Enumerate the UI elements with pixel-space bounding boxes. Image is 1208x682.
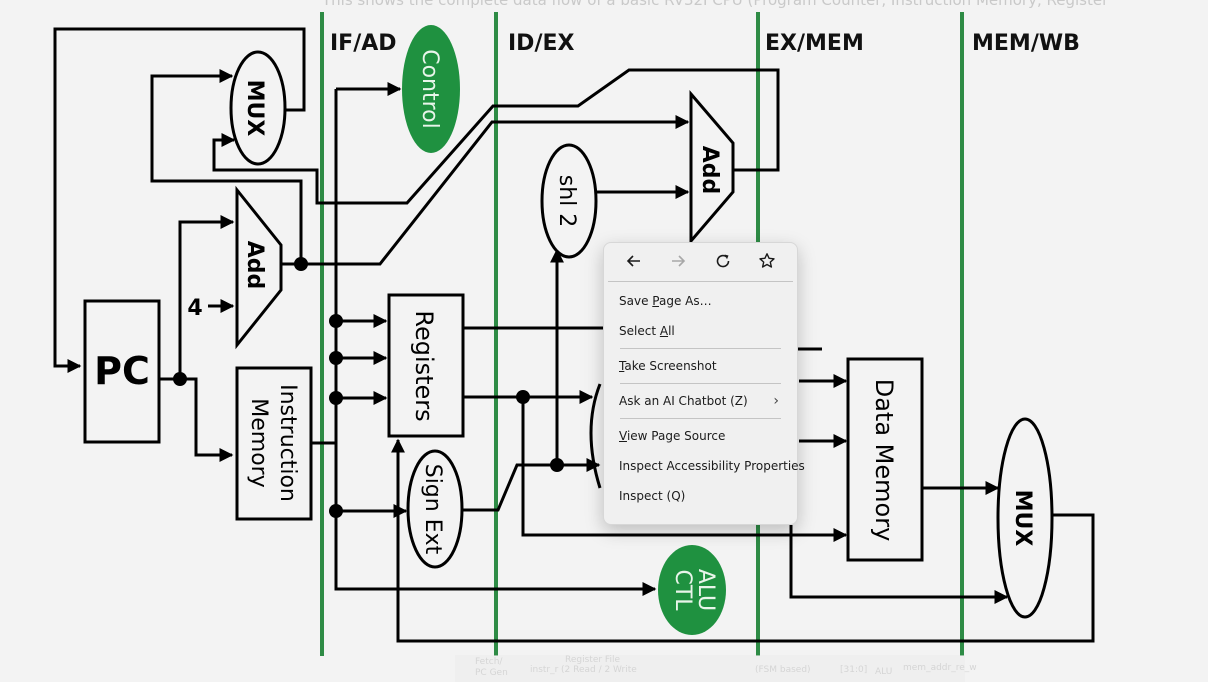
wire-pc4-forward xyxy=(281,115,690,266)
shl2-label: shl 2 xyxy=(554,175,579,228)
wire-branch-to-mux xyxy=(212,68,780,205)
alu-ctl-label-1: ALU xyxy=(693,569,718,611)
shl2-block xyxy=(540,143,598,259)
add-pc-label: Add xyxy=(242,241,267,290)
context-menu-nav-row xyxy=(604,243,797,279)
mux-wb xyxy=(996,417,1054,619)
strip-label: instr_r xyxy=(530,665,559,675)
menu-item-accesskey: T xyxy=(619,359,625,373)
imem-label-2: Memory xyxy=(246,398,271,487)
strip-label: PC Gen xyxy=(475,668,508,678)
control-label: Control xyxy=(417,49,442,129)
stage-label-mem-wb: MEM/WB xyxy=(972,31,1080,56)
menu-item-accesskey: V xyxy=(619,429,627,443)
strip-label: (FSM based) xyxy=(755,665,811,675)
data-memory-label: Data Memory xyxy=(870,379,898,542)
menu-item-label: Inspect Accessibility Properties xyxy=(619,459,805,473)
menu-item-label: Ask an AI Chatbot (Z) xyxy=(619,394,748,408)
mux-fetch-label: MUX xyxy=(242,80,267,137)
forward-button[interactable] xyxy=(664,247,692,275)
add-branch-label: Add xyxy=(697,146,722,195)
menu-item-accesskey: A xyxy=(659,324,669,338)
wire-instr-vertical xyxy=(334,89,657,596)
stage-label-if-ad: IF/AD xyxy=(330,31,397,56)
bottom-thumbnail-strip: Fetch/ PC Gen instr_r Register File (2 R… xyxy=(455,655,977,682)
strip-label: Register File xyxy=(565,655,620,665)
data-memory-block xyxy=(846,357,924,562)
wire-pc-to-imem xyxy=(180,377,234,462)
back-arrow-icon xyxy=(626,255,641,267)
menu-item-label: age As… xyxy=(658,294,712,308)
back-button[interactable] xyxy=(620,247,648,275)
pc-block xyxy=(83,299,161,444)
chevron-right-icon: › xyxy=(773,393,779,409)
menu-separator xyxy=(608,281,793,282)
menu-item-label: iew Page Source xyxy=(626,429,726,443)
wire-add-to-mux xyxy=(150,69,303,264)
menu-item-save-page-as[interactable]: Save Page As… xyxy=(604,286,797,316)
wires xyxy=(53,27,1095,643)
strip-label: [31:0] xyxy=(840,665,868,675)
sign-ext-block xyxy=(406,449,464,569)
context-menu: Save Page As… Select All Take Screenshot… xyxy=(603,242,805,525)
reload-button[interactable] xyxy=(709,247,737,275)
wire-pc-out xyxy=(159,215,235,381)
add-pc-block xyxy=(235,185,283,350)
menu-item-accesskey: P xyxy=(652,294,659,308)
registers-label: Registers xyxy=(410,310,438,421)
reload-icon xyxy=(716,254,729,268)
menu-separator xyxy=(620,418,781,419)
strip-label: (2 Read / 2 Write xyxy=(561,665,637,675)
wire-mux-to-pc xyxy=(53,27,306,373)
strip-label: ALU xyxy=(875,667,893,677)
menu-separator xyxy=(620,383,781,384)
stage-lines xyxy=(320,12,964,656)
menu-item-ask-ai-chatbot[interactable]: Ask an AI Chatbot (Z) › xyxy=(604,386,797,416)
menu-item-inspect-accessibility[interactable]: Inspect Accessibility Properties xyxy=(604,451,805,481)
instruction-memory-block xyxy=(235,366,313,521)
control-block xyxy=(402,25,460,153)
menu-item-view-page-source[interactable]: View Page Source xyxy=(604,421,797,451)
wire-signext-out xyxy=(463,458,601,512)
menu-item-take-screenshot[interactable]: Take Screenshot xyxy=(604,351,797,381)
mux-fetch xyxy=(229,50,287,166)
imem-label-1: Instruction xyxy=(275,384,300,502)
forward-arrow-icon xyxy=(672,255,686,267)
menu-item-label: ll xyxy=(668,324,675,338)
menu-item-inspect[interactable]: Inspect (Q) xyxy=(604,481,797,511)
menu-item-label: Save xyxy=(619,294,653,308)
alu-body-edge xyxy=(589,383,602,489)
menu-separator xyxy=(620,348,781,349)
menu-item-select-all[interactable]: Select All xyxy=(604,316,797,346)
const-four-label: 4 xyxy=(187,296,202,321)
registers-block xyxy=(387,293,465,438)
page-caption: This shows the complete data flow of a b… xyxy=(322,0,1109,9)
menu-item-label: ake Screenshot xyxy=(624,359,717,373)
junction-dots xyxy=(173,257,564,518)
wire-writeback xyxy=(391,438,1095,643)
mux-wb-label: MUX xyxy=(1010,490,1035,547)
add-branch-block xyxy=(689,89,735,246)
strip-label: Fetch/ xyxy=(475,657,503,667)
bookmark-button[interactable] xyxy=(753,247,781,275)
pc-label: PC xyxy=(94,349,150,393)
alu-ctl-label-2: CTL xyxy=(670,569,695,611)
alu-ctl-block xyxy=(658,545,726,635)
stage-label-id-ex: ID/EX xyxy=(508,31,575,56)
stage-label-ex-mem: EX/MEM xyxy=(765,31,864,56)
strip-label: mem_addr_re_w xyxy=(903,663,977,673)
wire-bypass-to-mux xyxy=(789,525,1009,604)
menu-item-label: Inspect (Q) xyxy=(619,489,686,503)
sign-ext-label: Sign Ext xyxy=(420,464,445,555)
bookmark-star-icon xyxy=(759,253,775,268)
menu-item-label: Select xyxy=(619,324,660,338)
wire-reg2-down xyxy=(521,397,848,542)
